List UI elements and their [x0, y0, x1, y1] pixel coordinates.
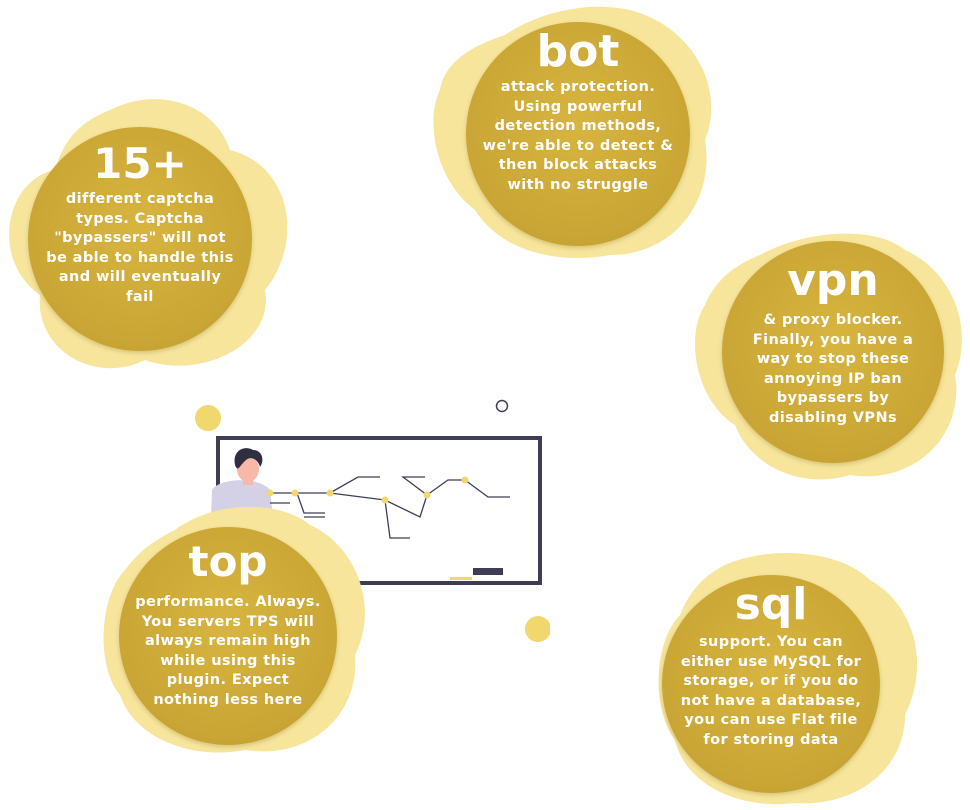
- feature-circle: [28, 127, 252, 351]
- feature-circle: [662, 575, 880, 793]
- diagram-nodes: [266, 476, 469, 504]
- feature-title: sql: [734, 579, 808, 630]
- decorative-dot: [195, 405, 221, 431]
- feature-performance: top performance. Always.You servers TPS …: [119, 527, 337, 745]
- marker: [450, 577, 472, 580]
- feature-title: vpn: [787, 255, 879, 306]
- feature-circle: [722, 241, 944, 463]
- decorative-dot: [525, 616, 550, 642]
- feature-circle: [119, 527, 337, 745]
- feature-title: bot: [536, 26, 620, 77]
- whiteboard-tray: [473, 568, 503, 575]
- decorative-ring: [495, 399, 509, 413]
- feature-circle: [466, 22, 690, 246]
- feature-title: 15+: [93, 139, 187, 188]
- feature-title: top: [188, 537, 268, 586]
- feature-description: performance. Always.You servers TPS will…: [135, 594, 321, 708]
